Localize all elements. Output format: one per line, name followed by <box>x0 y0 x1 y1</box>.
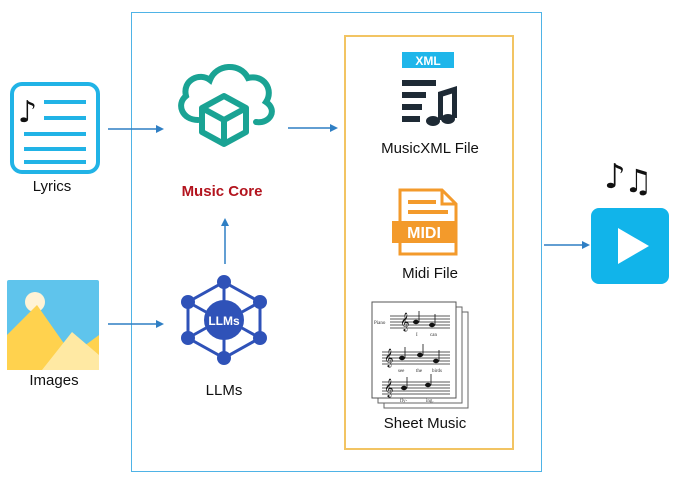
svg-text:𝄞: 𝄞 <box>384 348 393 368</box>
sheet-music-icon: 𝄞 𝄞 𝄞 Piano I can see the birds fly- ing… <box>371 301 469 409</box>
sheet-lyric: birds <box>432 369 442 374</box>
system-frame <box>131 12 542 472</box>
cloud-cube-icon <box>178 64 275 147</box>
arrow-outputs-to-play <box>544 241 590 249</box>
svg-text:𝄞: 𝄞 <box>400 312 409 332</box>
images-label: Images <box>29 372 79 389</box>
arrow-llms-to-core <box>221 218 229 264</box>
sheet-lyric: fly- <box>400 399 408 404</box>
svg-text:𝄞: 𝄞 <box>384 378 393 398</box>
svg-text:♫: ♫ <box>624 162 653 200</box>
music-notes-icon: ♪ ♫ <box>604 157 653 200</box>
midi-file-icon: MIDI <box>392 188 458 256</box>
svg-text:♪: ♪ <box>604 157 626 197</box>
arrow-images-to-llms <box>108 320 164 328</box>
xml-badge: XML <box>415 54 440 68</box>
sheet-lyric: the <box>416 369 423 374</box>
arrow-core-to-outputs <box>288 124 338 132</box>
outputs-frame <box>344 35 514 450</box>
midi-badge: MIDI <box>407 225 441 242</box>
llms-hub-text: LLMs <box>208 314 240 328</box>
sheet-lyric: see <box>398 369 405 374</box>
sheet-piano-label: Piano <box>374 321 386 326</box>
play-button-icon[interactable] <box>591 208 669 284</box>
musicxml-label: MusicXML File <box>381 140 479 157</box>
network-hub-icon: LLMs <box>181 275 267 365</box>
midi-label: Midi File <box>402 265 458 282</box>
sheet-lyric: can <box>430 333 437 338</box>
sheet-music-label: Sheet Music <box>383 415 467 432</box>
sheet-lyric: I <box>416 333 418 338</box>
lyrics-document-icon: ♪ <box>10 82 100 174</box>
svg-text:♪: ♪ <box>18 95 37 130</box>
arrow-lyrics-to-core <box>108 125 164 133</box>
sheet-lyric: ing. <box>426 399 434 404</box>
image-icon <box>7 280 99 370</box>
musicxml-file-icon: XML <box>402 52 457 126</box>
music-core-label: Music Core <box>181 183 263 200</box>
lyrics-label: Lyrics <box>32 178 72 195</box>
llms-label: LLMs <box>205 382 243 399</box>
